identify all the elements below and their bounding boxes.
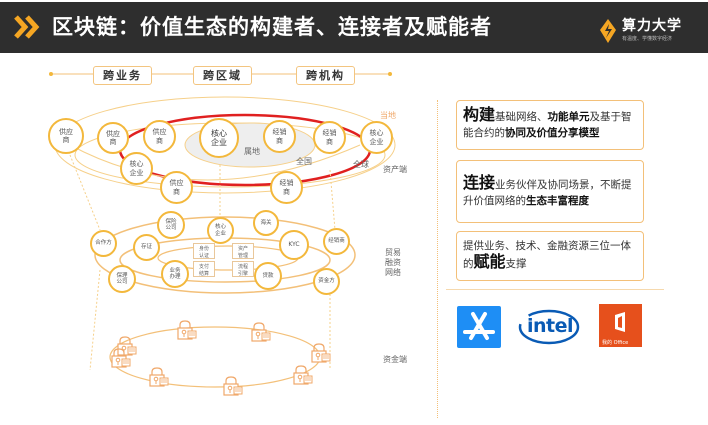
- double-chevron-right-icon: [14, 15, 40, 39]
- node-supplier: 供应商: [143, 120, 176, 153]
- node-customs: 海关: [253, 210, 279, 236]
- region-label-national: 全国: [296, 157, 312, 166]
- page-title: 区块链：价值生态的构建者、连接者及赋能者: [52, 15, 492, 39]
- node-core-enterprise: 核心企业: [360, 121, 393, 154]
- node-distributor: 经销商: [270, 171, 303, 204]
- node-supplier: 供应商: [97, 122, 129, 154]
- caption-cross-business: 跨业务: [93, 66, 152, 85]
- panel-build: 构建基础网络、功能单元及基于智能合约的协同及价值分享模型: [456, 100, 644, 150]
- node-core-enterprise: 核心企业: [199, 118, 239, 158]
- panel-connect: 连接业务伙伴及协同场景，不断提升价值网络的生态丰富程度: [456, 160, 644, 223]
- lock-icon: [311, 343, 331, 363]
- node-business-handling: 业务办理: [161, 260, 189, 288]
- lock-icon: [177, 320, 197, 340]
- logo-flame-icon: [600, 19, 616, 43]
- logo-name: 算力大学: [622, 18, 682, 34]
- node-distributor: 经销商: [313, 121, 346, 154]
- node-distributor: 经销商: [263, 120, 296, 153]
- node-distributor: 经销商: [323, 228, 350, 255]
- node-partner: 合作方: [90, 230, 117, 257]
- brand-logo: 算力大学 有温度、学懂数字经济: [598, 16, 703, 46]
- caption-cross-region: 跨区域: [193, 66, 252, 85]
- node-loan: 贷款: [254, 262, 282, 290]
- lock-icon: [223, 376, 243, 396]
- header-bar: 区块链：价值生态的构建者、连接者及赋能者 算力大学 有温度、学懂数字经济: [0, 2, 708, 53]
- region-label-territory: 属地: [244, 147, 260, 156]
- lock-icon: [149, 367, 169, 387]
- panel-empower: 提供业务、技术、金融资源三位一体的赋能支撑: [456, 231, 644, 281]
- node-capital-provider: 资金方: [313, 268, 340, 295]
- office-icon: [615, 312, 625, 332]
- region-label-local: 当地: [380, 111, 396, 120]
- lock-icon: [111, 348, 131, 368]
- office-logo: 我的 Office: [599, 304, 642, 347]
- horizontal-divider: [446, 289, 664, 290]
- box-payment-settlement: 支付结算: [193, 261, 215, 277]
- office-label: 我的 Office: [602, 340, 629, 346]
- vertical-divider: [437, 100, 438, 418]
- node-insurance-company: 保险公司: [157, 211, 185, 239]
- node-supplier: 供应商: [160, 171, 193, 204]
- app-store-icon: [463, 312, 495, 340]
- box-asset-management: 资产管理: [232, 243, 254, 259]
- node-attestation: 存证: [133, 234, 160, 261]
- layer-label-capital-side: 资金端: [383, 355, 407, 364]
- layer-label-asset-side: 资产端: [383, 165, 407, 174]
- app-store-logo: [457, 306, 501, 348]
- node-kyc: KYC: [279, 230, 309, 260]
- lock-icon: [251, 322, 271, 342]
- intel-logo: intel: [518, 308, 580, 346]
- logo-slogan: 有温度、学懂数字经济: [622, 36, 673, 42]
- layer-label-trade-finance-network: 贸易融资网络: [385, 248, 401, 277]
- node-supplier: 供应商: [48, 118, 84, 154]
- region-label-global: 全球: [353, 160, 369, 169]
- lock-icon: [293, 365, 313, 385]
- box-process-engine: 流程引擎: [232, 261, 254, 277]
- intel-wordmark: intel: [527, 315, 574, 337]
- caption-cross-institution: 跨机构: [296, 66, 355, 85]
- node-core-enterprise: 核心企业: [207, 217, 234, 244]
- box-identity-auth: 身份认证: [193, 243, 215, 259]
- node-factoring-company: 保理公司: [108, 265, 136, 293]
- node-core-enterprise: 核心企业: [120, 152, 153, 185]
